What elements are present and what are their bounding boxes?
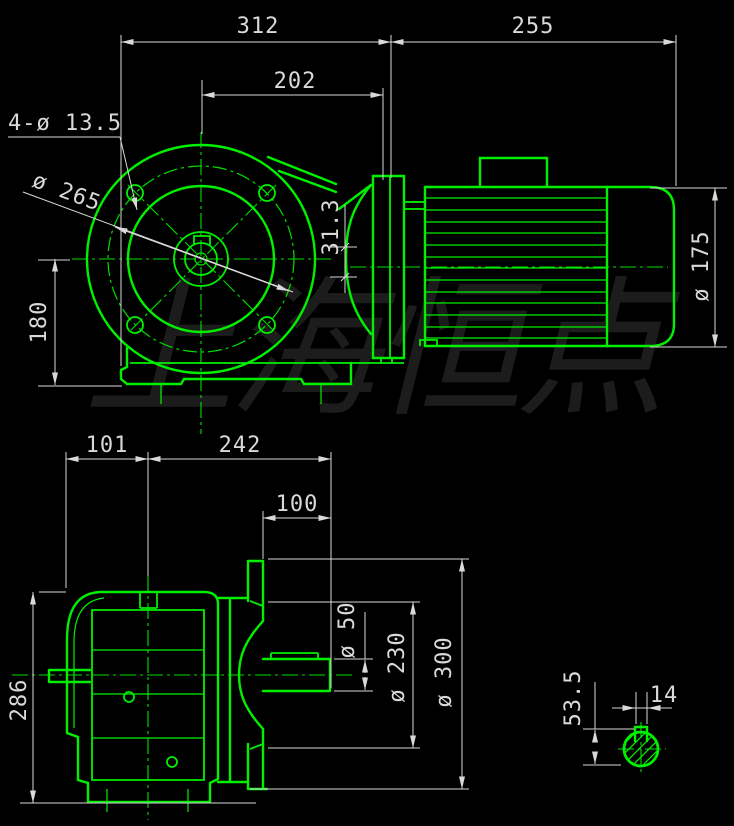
watermark-text: 上海恒点 — [84, 264, 681, 438]
dim-flange-width: 202 — [274, 69, 317, 94]
shaft-bore-circle — [184, 242, 218, 276]
section-hatching — [625, 733, 657, 765]
housing-outline — [65, 590, 220, 804]
ext-lines-202 — [201, 80, 384, 180]
dim-265-arrow-1 — [114, 226, 203, 260]
bolt-hole-bottom-right — [258, 316, 276, 334]
flange-bottom — [246, 727, 269, 791]
oil-plug-notch — [139, 592, 158, 609]
dim-spigot-dia: ø 230 — [385, 631, 410, 702]
dim-extension-width: 242 — [219, 433, 262, 458]
front-diagonal-centerline-2 — [127, 184, 277, 334]
dim-body-width: 101 — [86, 433, 129, 458]
bolt-circle — [107, 165, 295, 353]
shaft-section-circle — [622, 730, 660, 768]
front-view — [72, 132, 676, 434]
foot-hole-centerlines — [106, 789, 189, 812]
base-outline — [119, 346, 353, 386]
housing-edge-upper — [266, 155, 338, 186]
ext-lines-top — [120, 35, 677, 366]
bolt-hole-top-left — [126, 184, 144, 202]
flange-steps — [249, 600, 264, 750]
motor-terminal-box — [478, 156, 549, 189]
bolt-hole-top-right — [258, 184, 276, 202]
ext-lines-side-top — [65, 452, 332, 688]
center-hole-circle — [194, 252, 208, 266]
base-hole-centerlines — [160, 384, 322, 404]
ext-lines-286 — [20, 591, 256, 804]
plug-hole-2 — [166, 756, 178, 768]
shaft-section-detail — [618, 722, 666, 776]
flange-foot-bracket — [373, 357, 404, 363]
motor-mount-tab — [419, 339, 438, 346]
neck-joins — [216, 596, 250, 784]
gearcase-ribs — [92, 649, 204, 739]
section-keyway — [633, 725, 649, 743]
side-view — [12, 559, 352, 820]
input-shaft-stub — [47, 668, 92, 684]
flange-pilot-circle — [126, 184, 276, 334]
dim-bolt-holes: 4-ø 13.5 — [8, 111, 122, 136]
ext-lines-14 — [612, 692, 672, 724]
dim-313-lines — [330, 205, 357, 293]
bore-keyway — [193, 235, 211, 245]
flange-outer-circle — [85, 143, 317, 375]
dim-shaft-dia: ø 50 — [335, 602, 360, 659]
dim-base-height: 180 — [27, 301, 52, 344]
front-diagonal-centerline-1 — [127, 184, 277, 334]
dim-line-265 — [22, 191, 294, 293]
dimensions: 312 255 202 4-ø 13.5 ø 265 180 31.3 ø 17… — [7, 14, 727, 804]
shaft-boss-circle — [173, 231, 229, 287]
ext-lines-300 — [250, 558, 469, 790]
flange-top — [246, 559, 265, 623]
motor-cooling-fins — [425, 197, 607, 339]
housing-throat-curve — [344, 183, 373, 336]
dim-motor-width: 255 — [512, 14, 555, 39]
dim-265-arrow-2 — [201, 258, 290, 292]
bell-throat-curve — [237, 619, 265, 731]
housing-notch — [337, 183, 373, 211]
bolt-hole-bottom-left — [126, 316, 144, 334]
leader-bolt-holes — [119, 136, 138, 211]
dim-motor-dia: ø 175 — [689, 230, 714, 301]
housing-inner-wall — [73, 597, 105, 728]
dim-bolt-circle-dia: ø 265 — [29, 168, 104, 216]
dim-flange-dia: ø 300 — [432, 636, 457, 707]
dim-overall-width: 312 — [237, 14, 280, 39]
ext-lines-50 — [334, 612, 373, 692]
plug-hole-1 — [123, 691, 135, 703]
gearcase-cover — [91, 609, 205, 781]
dim-overall-height: 286 — [7, 679, 32, 722]
adapter-tab — [403, 201, 426, 210]
dim-shaft-length: 100 — [276, 492, 319, 517]
housing-edge-inner — [277, 169, 338, 194]
shaft-key — [270, 652, 319, 659]
ext-lines-535 — [583, 682, 634, 766]
dim-keyway-height: 53.5 — [561, 670, 586, 727]
dim-keyway-width: 14 — [650, 683, 679, 708]
ext-lines-230 — [268, 601, 420, 749]
dim-axis-offset: 31.3 — [319, 199, 344, 256]
